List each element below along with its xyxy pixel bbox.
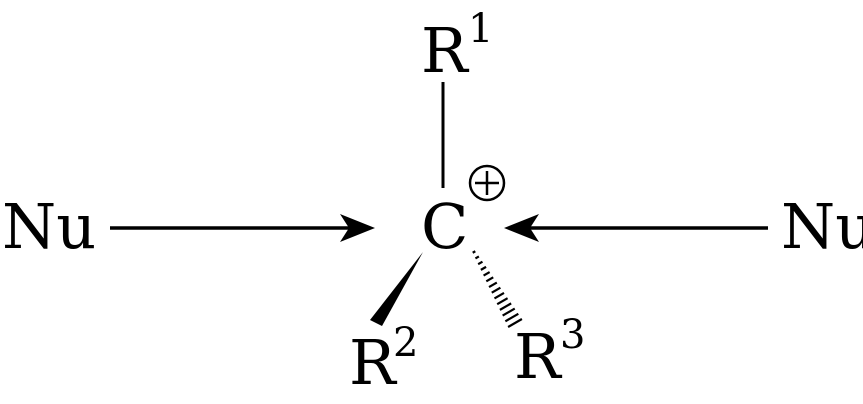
bond-r3-hash-line — [472, 250, 476, 254]
attack-arrow-right-head — [504, 214, 539, 242]
attack-arrow-left-head — [340, 214, 375, 242]
bond-r2-wedge — [370, 252, 423, 326]
nucleophile-left-label: Nu — [2, 190, 96, 263]
bond-r3-hashed — [472, 250, 523, 328]
attack-arrow-right — [504, 214, 768, 242]
substituent-r2: R 2 — [349, 252, 423, 399]
r1-label: R — [421, 14, 470, 87]
nucleophile-right-label: Nu — [781, 190, 863, 263]
positive-charge-icon — [468, 164, 506, 202]
r2-label: R — [349, 326, 398, 399]
bond-r3-hash-line — [474, 255, 480, 260]
bond-r3-hash-line — [496, 297, 509, 306]
bond-r3-hash-line — [493, 291, 505, 300]
substituent-r1: R 1 — [421, 6, 493, 188]
bond-r3-hash-line — [483, 271, 491, 277]
bond-r3-hash-line — [507, 318, 523, 328]
r3-label: R — [514, 320, 563, 393]
substituent-r3: R 3 — [472, 250, 585, 393]
bond-r3-hash-line — [477, 260, 484, 266]
bond-r3-hash-line — [499, 302, 512, 311]
bond-r3-hash-line — [488, 281, 498, 288]
r3-superscript: 3 — [560, 312, 585, 358]
r2-superscript: 2 — [393, 320, 418, 366]
bond-r3-hash-line — [485, 276, 494, 283]
r1-superscript: 1 — [468, 6, 493, 52]
bond-r3-hash-line — [502, 307, 516, 317]
bond-r3-hash-line — [491, 286, 501, 294]
charge-circle — [468, 164, 506, 202]
central-carbon-label: C — [421, 190, 468, 263]
attack-arrow-left — [110, 214, 375, 242]
bond-r3-hash-line — [504, 312, 519, 323]
bond-r3-hash-line — [480, 265, 487, 271]
